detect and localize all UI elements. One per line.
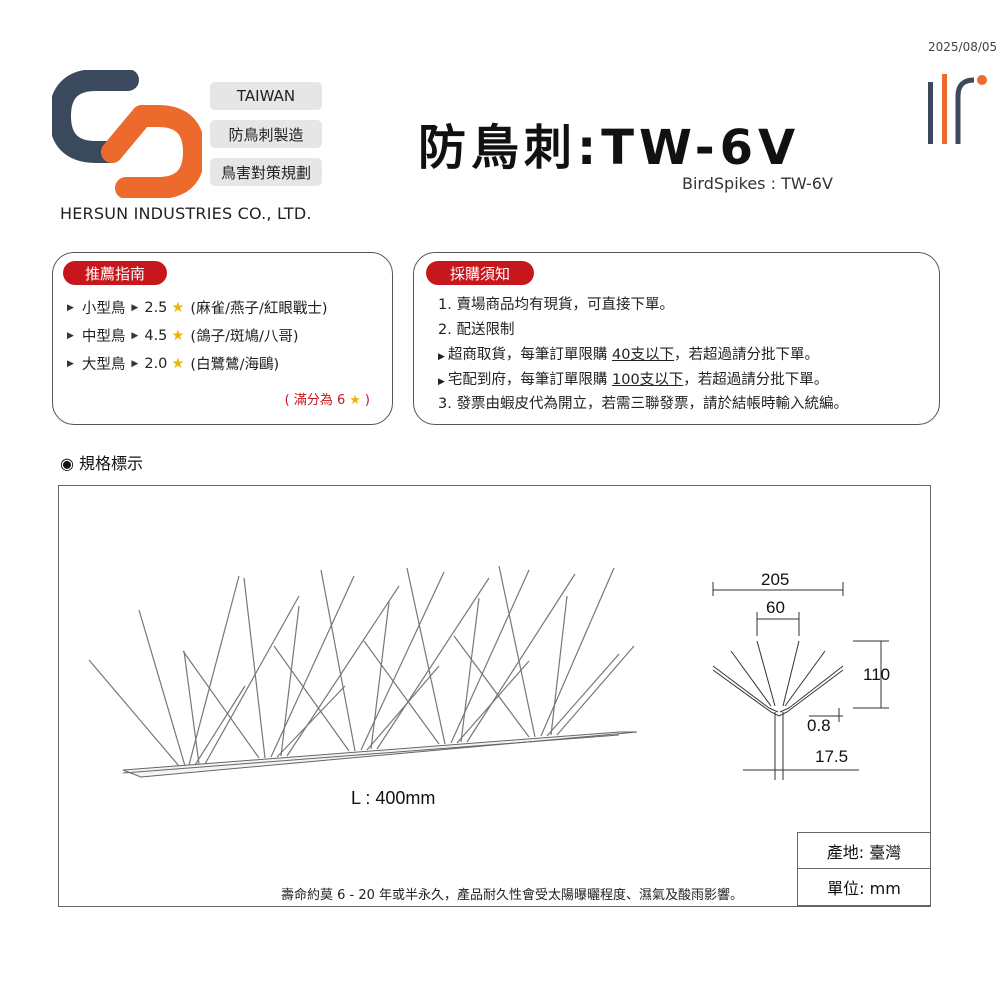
- full-score-note: ( 滿分為 6★): [284, 393, 370, 408]
- unit-cell: 單位: mm: [797, 869, 931, 906]
- bullet-icon: ▶: [67, 330, 74, 341]
- star-icon: ★: [171, 355, 185, 372]
- purchase-note-stock: 1. 賣場商品均有現貨，可直接下單。: [438, 297, 674, 313]
- spec-panel: [58, 485, 931, 907]
- recommend-row-medium: ▶ 中型鳥 ▶ 4.5 ★ (鴿子/斑鳩/八哥): [67, 327, 299, 346]
- spike-base-strip: [122, 731, 638, 778]
- product-subtitle: BirdSpikes : TW-6V: [682, 174, 833, 193]
- star-icon: ★: [171, 299, 185, 316]
- recommend-panel: 推薦指南 ▶ 小型鳥 ▶ 2.5 ★ (麻雀/燕子/紅眼戰士) ▶ 中型鳥 ▶ …: [52, 252, 393, 425]
- spec-section-title: ◉ 規格標示: [60, 454, 144, 473]
- recommend-row-small: ▶ 小型鳥 ▶ 2.5 ★ (麻雀/燕子/紅眼戰士): [67, 299, 328, 318]
- spike-technical-drawing: L : 400mm 205 60 110 0.8 17: [88, 565, 890, 808]
- product-title: 防鳥刺:TW-6V: [418, 120, 801, 176]
- bullet-icon: ▶: [67, 302, 74, 313]
- bullet-icon: ▶: [438, 377, 445, 387]
- purchase-note-delivery: 2. 配送限制: [438, 322, 515, 338]
- tag-taiwan: TAIWAN: [210, 82, 322, 110]
- brand-bars-icon: [928, 74, 987, 144]
- spike-wires: [88, 565, 635, 767]
- lifespan-note: 壽命約莫 6 - 20 年或半永久，產品耐久性會受太陽曝曬程度、濕氣及酸雨影響。: [281, 888, 744, 903]
- dim-base: 17.5: [815, 747, 848, 766]
- company-name: HERSUN INDUSTRIES CO., LTD.: [60, 204, 312, 223]
- origin-cell: 產地: 臺灣: [797, 832, 931, 869]
- purchase-label: 採購須知: [426, 261, 534, 285]
- dim-height: 110: [863, 665, 890, 684]
- bullet-icon: ▶: [438, 352, 445, 362]
- star-icon: ★: [171, 327, 185, 344]
- recommend-label: 推薦指南: [63, 261, 167, 285]
- date-stamp: 2025/08/05: [928, 40, 998, 54]
- bullet-icon: ▶: [67, 358, 74, 369]
- purchase-note-home-delivery: ▶宅配到府，每筆訂單限購 100支以下，若超過請分批下單。: [438, 372, 829, 388]
- tag-planning: 鳥害對策規劃: [210, 158, 322, 186]
- recommend-row-large: ▶ 大型鳥 ▶ 2.0 ★ (白鷺鷥/海鷗): [67, 355, 280, 374]
- dim-width: 205: [761, 570, 789, 589]
- purchase-notes-panel: 採購須知 1. 賣場商品均有現貨，可直接下單。 2. 配送限制 ▶超商取貨，每筆…: [413, 252, 940, 425]
- cross-section: [712, 582, 889, 780]
- company-logo-icon: [52, 70, 202, 198]
- tag-manufacturing: 防鳥刺製造: [210, 120, 322, 148]
- length-label: L : 400mm: [351, 788, 435, 808]
- star-icon: ★: [349, 393, 361, 408]
- purchase-note-invoice: 3. 發票由蝦皮代為開立，若需三聯發票，請於結帳時輸入統編。: [438, 396, 848, 412]
- dim-inner: 60: [766, 598, 785, 617]
- bullet-icon: ▶: [131, 330, 139, 341]
- bullet-icon: ▶: [131, 358, 139, 369]
- dim-thickness: 0.8: [807, 716, 831, 735]
- purchase-note-store-pickup: ▶超商取貨，每筆訂單限購 40支以下，若超過請分批下單。: [438, 347, 819, 363]
- bullet-icon: ▶: [131, 302, 139, 313]
